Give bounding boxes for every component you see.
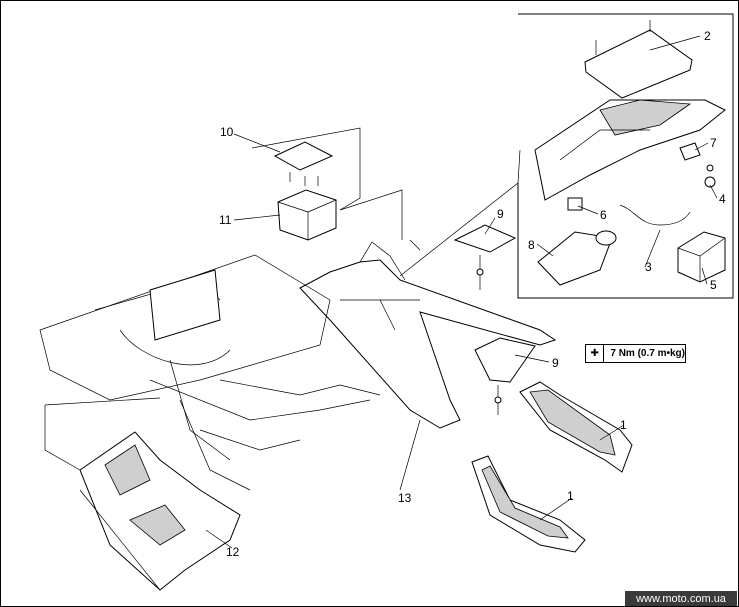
torque-spec-box: ✚ 7 Nm (0.7 m•kg) xyxy=(585,344,686,363)
callout-2: 2 xyxy=(704,29,711,43)
part-clamp xyxy=(704,164,716,188)
part-lower-cover xyxy=(79,431,241,591)
callout-11: 11 xyxy=(219,213,232,227)
watermark: www.moto.com.ua xyxy=(625,591,737,606)
callout-6: 6 xyxy=(600,208,607,222)
part-relay xyxy=(567,197,583,211)
part-main-frame xyxy=(299,239,557,429)
part-glove-box xyxy=(277,172,337,241)
part-storage-tray xyxy=(534,99,726,201)
part-bracket-upper xyxy=(453,224,517,290)
callout-5: 5 xyxy=(710,278,717,292)
part-body-frame xyxy=(39,254,381,491)
part-seat-cover xyxy=(584,20,693,99)
inset-panel xyxy=(399,13,734,299)
callout-9-lower: 9 xyxy=(552,356,559,370)
part-lid xyxy=(273,141,334,171)
callout-4: 4 xyxy=(719,192,726,206)
leader-lines xyxy=(205,35,718,549)
callout-9-upper: 9 xyxy=(497,207,504,221)
wrench-icon: ✚ xyxy=(586,345,605,362)
part-footboard-upper xyxy=(519,381,633,473)
callout-3: 3 xyxy=(645,260,652,274)
callout-7: 7 xyxy=(710,136,717,150)
callout-12: 12 xyxy=(226,545,240,559)
reference-lines xyxy=(251,127,403,240)
part-footboard-lower xyxy=(471,455,586,553)
part-battery xyxy=(677,231,726,283)
part-wire-lead xyxy=(619,204,691,226)
torque-spec-text: 7 Nm (0.7 m•kg) xyxy=(610,348,685,359)
callout-13: 13 xyxy=(398,491,412,505)
part-bracket-lower xyxy=(474,337,536,415)
callout-1-upper: 1 xyxy=(620,418,627,432)
callout-8: 8 xyxy=(528,238,535,252)
part-battery-box xyxy=(537,230,617,286)
callout-1-lower: 1 xyxy=(567,489,574,503)
callout-10: 10 xyxy=(220,125,234,139)
callout-labels: 2 7 4 6 8 3 5 9 9 10 11 12 13 1 1 xyxy=(219,29,726,559)
part-bracket xyxy=(679,142,701,161)
